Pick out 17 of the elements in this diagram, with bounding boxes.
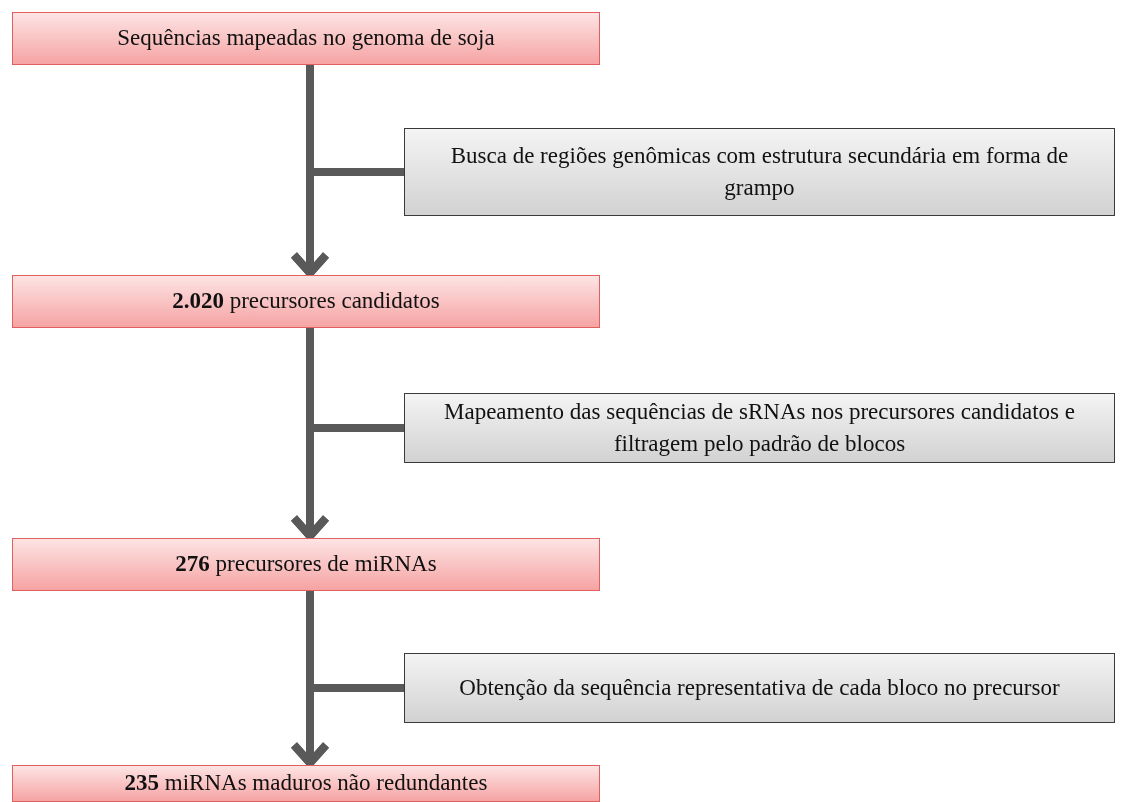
step-text: 235 miRNAs maduros não redundantes: [124, 769, 488, 798]
result-box: [12, 538, 600, 591]
result-box: [12, 275, 600, 328]
result-box: [12, 765, 600, 802]
process-step-box: [404, 653, 1115, 723]
step-text: Mapeamento das sequências de sRNAs nos precursores candidatos e filtragem pelo padrão de blocos: [442, 397, 1076, 458]
arrow: [290, 168, 404, 277]
arrow: [290, 424, 404, 540]
process-step-box: [404, 128, 1115, 216]
step-text: Sequências mapeadas no genoma de soja: [117, 24, 495, 53]
process-step-box: [404, 393, 1115, 463]
step-text: Obtenção da sequência representativa de cada bloco no precursor: [459, 673, 1060, 702]
arrow: [290, 684, 404, 767]
step-text: Busca de regiões genômicas com estrutura secundária em forma de grampo: [449, 141, 1070, 202]
step-text: 2.020 precursores candidatos: [172, 287, 440, 316]
result-box: [12, 12, 600, 65]
step-text: 276 precursores de miRNAs: [175, 550, 437, 579]
